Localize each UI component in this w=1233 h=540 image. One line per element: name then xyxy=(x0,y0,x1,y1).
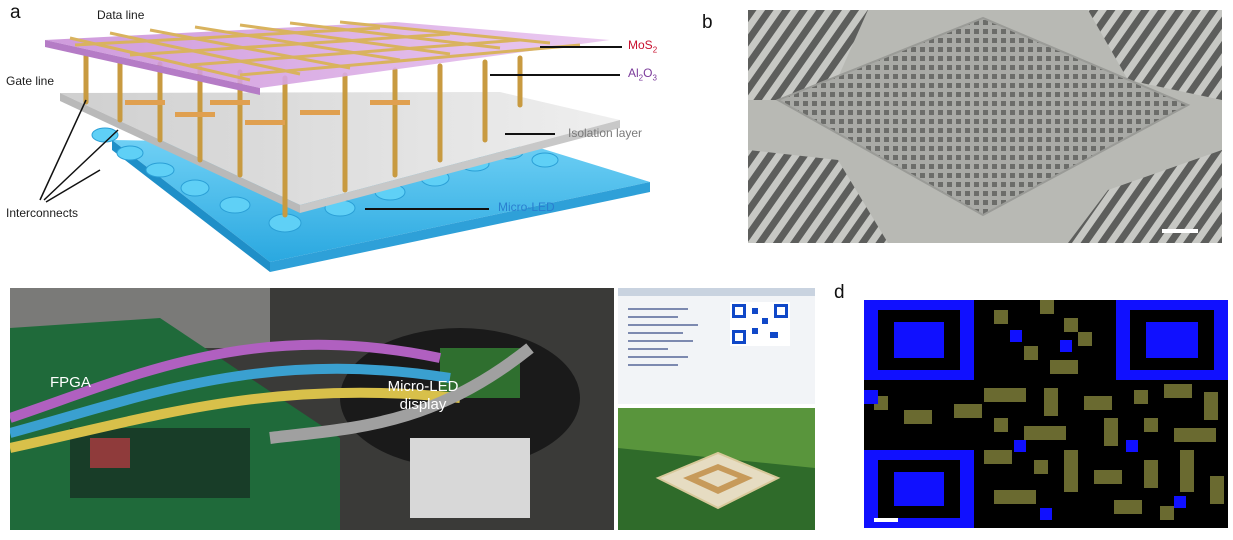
label-al2o3: Al2O3 xyxy=(628,66,657,83)
panel-b-micrograph xyxy=(748,10,1222,243)
panel-c-photo: FPGA Micro-LED display xyxy=(10,288,614,530)
gate-electrodes xyxy=(125,100,410,125)
panel-c-chip-inset xyxy=(618,408,815,530)
label-micro-led-display: Micro-LED display xyxy=(387,378,459,413)
label-micro-led: Micro-LED xyxy=(498,200,555,214)
leader-micro-led xyxy=(365,208,489,210)
setup-photo xyxy=(10,288,614,530)
scale-bar-b xyxy=(1162,229,1198,233)
finder-pattern-top-left xyxy=(864,300,974,380)
array-micrograph xyxy=(748,10,1222,243)
label-data-line: Data line xyxy=(97,8,145,22)
interconnect-pointer-arrows xyxy=(39,99,119,203)
label-mos2: MoS2 xyxy=(628,38,658,55)
qr-code-thumbnail xyxy=(730,302,790,346)
panel-letter-a: a xyxy=(10,2,21,23)
finder-pattern-top-right xyxy=(1116,300,1228,380)
device-stack-illustration xyxy=(45,20,650,272)
chip-photo xyxy=(618,408,815,530)
label-interconnects: Interconnects xyxy=(6,206,79,220)
leader-al2o3 xyxy=(490,74,620,76)
label-isolation-layer: Isolation layer xyxy=(568,126,643,140)
label-gate-line: Gate line xyxy=(6,74,55,88)
panel-letter-b: b xyxy=(702,12,713,33)
leader-mos2 xyxy=(540,46,622,48)
panel-c-screen-inset xyxy=(618,288,815,404)
qr-data-modules xyxy=(864,300,1224,520)
panel-a-schematic: Data line Gate line MoS2 Al2O3 Isolation… xyxy=(0,0,700,275)
finder-pattern-bottom-left xyxy=(864,450,974,528)
label-fpga: FPGA xyxy=(50,374,91,391)
qr-code-display xyxy=(864,300,1228,528)
panel-letter-d: d xyxy=(834,282,845,303)
software-screen xyxy=(618,288,815,404)
leader-isolation xyxy=(505,133,555,135)
panel-d-qr-display xyxy=(864,300,1228,528)
interconnect-pillars xyxy=(83,52,523,218)
scale-bar-d xyxy=(874,518,898,522)
data-lines xyxy=(69,20,581,82)
